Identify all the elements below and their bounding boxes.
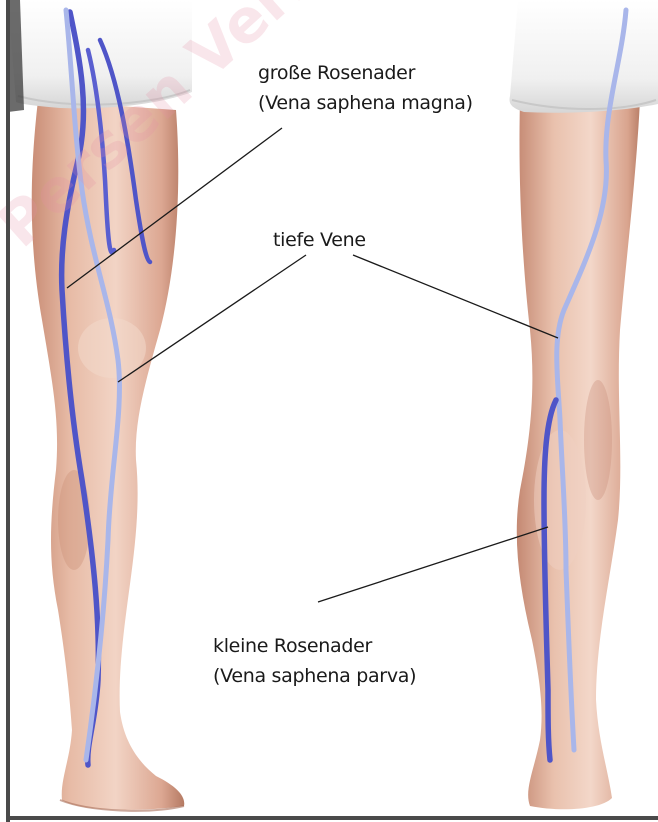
label-great-saphenous-latin: (Vena saphena magna)	[258, 88, 473, 118]
label-deep-vein: tiefe Vene	[273, 225, 366, 255]
label-great-saphenous-vein: große Rosenader (Vena saphena magna)	[258, 58, 473, 118]
right-leg-back	[510, 0, 658, 809]
label-great-saphenous-name: große Rosenader	[258, 58, 473, 88]
label-small-saphenous-name: kleine Rosenader	[213, 631, 416, 661]
right-shorts	[510, 0, 658, 113]
leader-small-saphenous	[318, 527, 548, 602]
frame-bottom-border	[6, 816, 658, 820]
label-small-saphenous-latin: (Vena saphena parva)	[213, 661, 416, 691]
label-small-saphenous-vein: kleine Rosenader (Vena saphena parva)	[213, 631, 416, 691]
frame-left-border	[6, 0, 10, 822]
